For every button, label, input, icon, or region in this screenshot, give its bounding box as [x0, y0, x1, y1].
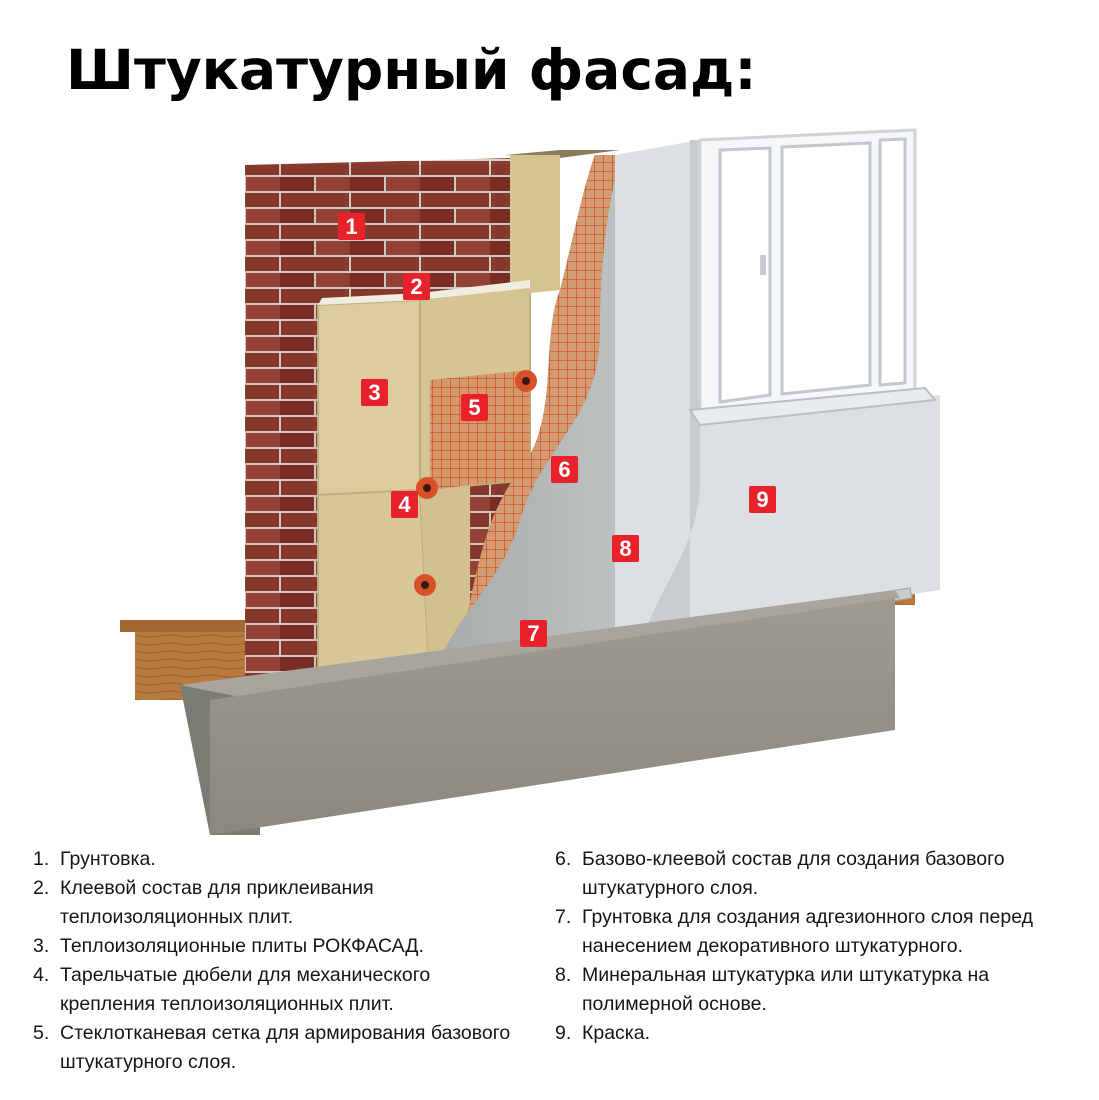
legend-item: 3.Теплоизоляционные плиты РОКФАСАД.	[33, 935, 424, 957]
marker-7: 7	[520, 620, 547, 647]
legend-item: 5.Стеклотканевая сетка для армирования б…	[33, 1022, 511, 1073]
legend-left-column: 1.Грунтовка. 2.Клеевой состав для прикле…	[33, 845, 513, 1077]
svg-text:4: 4	[398, 492, 411, 517]
layer-markers: 1 2 3 4 5 6 7 8	[338, 213, 776, 647]
svg-text:9: 9	[756, 487, 768, 512]
marker-6: 6	[551, 456, 578, 483]
page-title: Штукатурный фасад:	[66, 38, 757, 102]
legend-item: 2.Клеевой состав для приклеивания теплои…	[33, 877, 374, 928]
svg-text:8: 8	[619, 536, 631, 561]
svg-text:6: 6	[558, 457, 570, 482]
legend-item: 4.Тарельчатые дюбели для механического к…	[33, 964, 431, 1015]
dowel-icon	[414, 574, 436, 596]
paint-layer	[615, 140, 940, 690]
svg-text:3: 3	[368, 380, 380, 405]
marker-1: 1	[338, 213, 365, 240]
svg-text:5: 5	[468, 395, 480, 420]
legend-item: 7.Грунтовка для создания адгезионного сл…	[555, 906, 1033, 957]
legend-item: 9.Краска.	[555, 1022, 651, 1044]
marker-2: 2	[403, 273, 430, 300]
marker-8: 8	[612, 535, 639, 562]
svg-text:7: 7	[527, 621, 539, 646]
svg-text:2: 2	[410, 274, 422, 299]
dowel-icon	[515, 370, 537, 392]
svg-text:1: 1	[345, 214, 357, 239]
marker-5: 5	[461, 394, 488, 421]
legend-item: 1.Грунтовка.	[33, 848, 156, 870]
dowels	[414, 370, 537, 596]
legend-item: 8.Минеральная штукатурка или штукатурка …	[555, 964, 990, 1015]
legend-right-column: 6.Базово-клеевой состав для создания баз…	[555, 845, 1085, 1048]
marker-3: 3	[361, 379, 388, 406]
legend-item: 6.Базово-клеевой состав для создания баз…	[555, 848, 1005, 899]
dowel-icon	[416, 477, 438, 499]
window	[688, 128, 937, 427]
marker-4: 4	[391, 491, 418, 518]
facade-diagram: 1 2 3 4 5 6 7 8	[120, 128, 940, 835]
marker-9: 9	[749, 486, 776, 513]
